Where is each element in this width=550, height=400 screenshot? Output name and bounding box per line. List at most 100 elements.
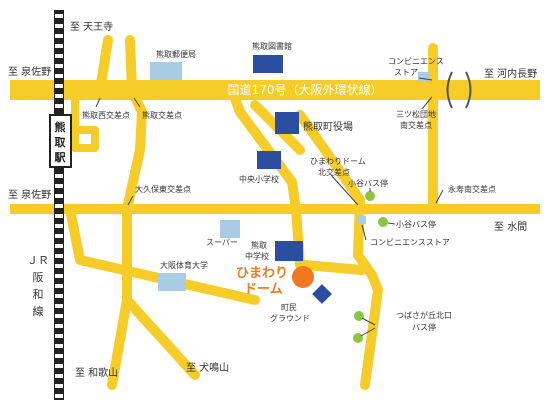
railway-tie — [55, 264, 63, 268]
station-box — [49, 114, 72, 168]
railway-tie — [55, 74, 63, 78]
label-town-office: 熊取町役場 — [303, 120, 353, 133]
railway-tie — [55, 194, 63, 198]
label-convenience-mid: コンビニエンスストア — [370, 238, 450, 247]
label-university: 大阪体育大学 — [160, 260, 208, 270]
ground-building[interactable] — [312, 284, 332, 304]
railway-tie — [55, 24, 63, 28]
road-kumatori-north — [125, 35, 137, 95]
label-middle-school-1: 熊取 — [251, 240, 267, 250]
label-bus-tsubasagaoka-1: つばさが丘北口 — [396, 310, 452, 320]
road-himawari-north — [295, 110, 377, 280]
label-post-office: 熊取郵便局 — [156, 49, 196, 59]
jr-label-2: 阪 — [33, 270, 44, 284]
dest-tennoji: 至 天王寺 — [70, 21, 113, 33]
bus-stops — [353, 191, 388, 343]
railway-tie — [55, 174, 63, 178]
station-char-1: 熊 — [55, 120, 66, 134]
label-dome-2: ドーム — [244, 281, 283, 296]
destination-labels: 至 天王寺 至 泉佐野 至 泉佐野 至 河内長野 至 水間 至 和歌山 至 犬鳴… — [8, 21, 537, 379]
label-kumatori-intersection: 熊取交差点 — [142, 110, 182, 120]
label-nagatoshi-minami: 永寿南交差点 — [448, 184, 496, 194]
post-office-building[interactable] — [150, 62, 182, 80]
buildings — [150, 55, 429, 304]
railway-tie — [55, 204, 63, 208]
railway-tie — [55, 104, 63, 108]
railway-tie — [55, 374, 63, 378]
road-university-diagonal — [65, 204, 260, 305]
railway-tie — [55, 364, 63, 368]
jr-label-bg — [28, 250, 50, 322]
railway-tie — [55, 394, 63, 398]
railway-tie — [55, 184, 63, 188]
label-supermarket: スーパー — [206, 238, 238, 247]
label-kumatori-nishi: 熊取西交差点 — [82, 110, 130, 120]
railway-tie — [55, 44, 63, 48]
bus-stop-kotani-1[interactable] — [365, 191, 375, 201]
railway-ties — [55, 14, 63, 398]
railway-tie — [55, 324, 63, 328]
route-bracket-right — [465, 71, 472, 109]
label-ground-1: 町民 — [281, 303, 297, 312]
convenience-store-mid[interactable] — [358, 216, 366, 224]
dest-izumisano-mid: 至 泉佐野 — [8, 188, 51, 201]
road-kumatori-nishi — [95, 35, 113, 95]
road-station-loop — [71, 86, 99, 152]
convenience-store-top[interactable] — [418, 72, 429, 82]
town-office-building[interactable] — [275, 112, 299, 134]
railway-tie — [55, 234, 63, 238]
bus-stop-kotani-2[interactable] — [378, 217, 388, 227]
route-bracket-left — [446, 71, 453, 109]
road-southeast — [360, 270, 383, 390]
railway-tie — [55, 384, 63, 388]
label-ground-2: グラウンド — [270, 313, 310, 323]
station-char-2: 取 — [55, 136, 66, 149]
himawari-dome[interactable] — [292, 266, 314, 288]
railway-tie — [55, 214, 63, 218]
road-center-diagonal — [227, 85, 305, 270]
building-labels: 熊取郵便局 熊取図書館 熊取町役場 中央小学校 スーパー 熊取 中学校 大阪体育… — [156, 41, 450, 323]
label-middle-school-2: 中学校 — [245, 251, 269, 261]
label-bus-tsubasagaoka-2: バス停 — [412, 322, 436, 332]
dest-kawachinagano: 至 河内長野 — [484, 67, 537, 80]
bus-stop-tsubasagaoka-1[interactable] — [354, 311, 364, 321]
railway-tie — [55, 94, 63, 98]
station-char-3: 駅 — [54, 151, 66, 164]
dest-wakayama: 至 和歌山 — [75, 366, 118, 379]
library-building[interactable] — [253, 55, 283, 73]
university-building[interactable] — [158, 273, 186, 291]
dest-izumisano-top: 至 泉佐野 — [8, 65, 51, 78]
leader-lines — [95, 77, 444, 337]
road-to-inunakiyama — [122, 295, 200, 380]
label-dome-1: ひまわり — [236, 265, 288, 280]
jr-line-label: ＪＲ 阪 和 線 — [27, 250, 50, 322]
railway-tie — [55, 344, 63, 348]
railway-tie — [55, 244, 63, 248]
label-mitsumatsu-2: 南交差点 — [400, 120, 432, 130]
label-library: 熊取図書館 — [252, 41, 292, 51]
central-elementary-building[interactable] — [257, 151, 281, 169]
label-himawari-north-2: 北交差点 — [318, 167, 350, 177]
road-to-wakayama — [107, 295, 132, 390]
bus-stop-tsubasagaoka-2[interactable] — [353, 333, 363, 343]
jr-label-4: 線 — [33, 304, 44, 318]
railway-tie — [55, 274, 63, 278]
label-central-elementary: 中央小学校 — [239, 174, 279, 184]
railway-tie — [55, 334, 63, 338]
railway-tie — [55, 254, 63, 258]
intersection-labels: 熊取西交差点 熊取交差点 大久保東交差点 ひまわりドーム 北交差点 三ツ松団地 … — [82, 109, 496, 194]
supermarket-building[interactable] — [220, 220, 240, 238]
bus-stop-labels: 小谷バス停 小谷バス停 つばさが丘北口 バス停 — [348, 178, 452, 332]
kumatori-station[interactable]: 熊 取 駅 — [49, 114, 72, 168]
label-okubo-higashi: 大久保東交差点 — [135, 184, 191, 194]
railway-tie — [55, 294, 63, 298]
label-convenience-top-1: コンビニエンス — [388, 57, 444, 66]
middle-school-building[interactable] — [275, 241, 303, 261]
label-himawari-north-1: ひまわりドーム — [310, 157, 366, 166]
dest-mizuma: 至 水間 — [494, 221, 527, 233]
route-170-label: 国道170号（大阪外環状線） — [228, 82, 383, 97]
railway-tie — [55, 84, 63, 88]
jr-label-1: ＪＲ — [27, 254, 49, 267]
